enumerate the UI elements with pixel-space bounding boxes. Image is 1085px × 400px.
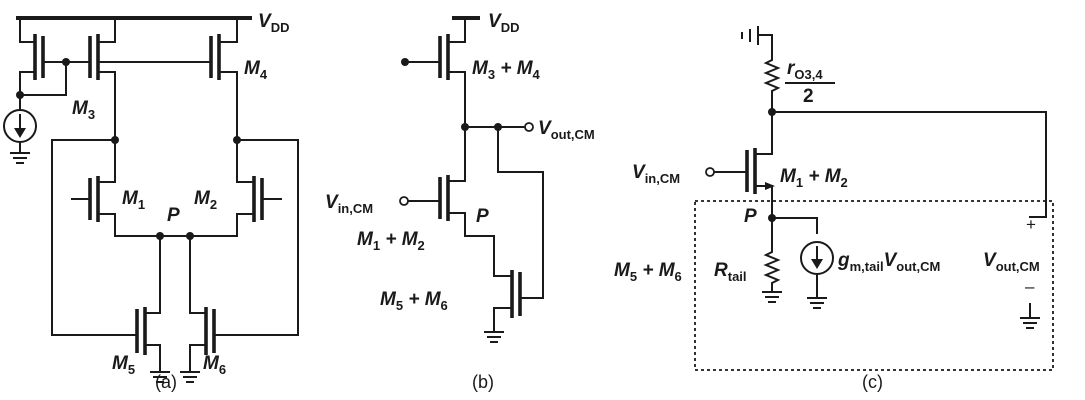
vin-label-b: Vin,CM: [325, 192, 373, 216]
nmos-m5-m6-b: [484, 270, 522, 343]
circuit-c: rO3,4 2 Vin,CM M1 + M2 P Rtail: [614, 26, 1054, 371]
ro-denominator-c: 2: [803, 86, 814, 107]
vout-label-b: Vout,CM: [538, 118, 595, 142]
ro-resistor-c: [763, 51, 781, 97]
nmos-m6: [180, 235, 216, 383]
m5-m6-label-c: M5 + M6: [614, 260, 682, 284]
dependent-current-source-c: [800, 241, 834, 275]
m3-m4-label-b: M3 + M4: [472, 58, 541, 82]
m3-label: M3: [72, 98, 95, 122]
ro-label-c: rO3,4: [787, 58, 823, 82]
pmos-m3-right: [42, 17, 116, 141]
caption-a: (a): [155, 372, 177, 392]
m5-label: M5: [112, 353, 135, 377]
caption-b: (b): [472, 372, 494, 392]
current-source-ref: [3, 109, 37, 143]
m5-m6-label-b: M5 + M6: [380, 289, 448, 313]
m6-label: M6: [203, 353, 226, 377]
circuit-a: VDD M3: [3, 11, 299, 383]
node-p-label-c: P: [744, 206, 757, 227]
vin-terminal-b: [399, 196, 409, 206]
node-p-label-a: P: [167, 205, 180, 226]
vout-terminal-b: [524, 122, 534, 132]
nmos-m5: [129, 235, 170, 383]
pmos-m3-left: [19, 17, 45, 96]
rtail-label-c: Rtail: [714, 260, 747, 284]
node-p-label-b: P: [476, 206, 489, 227]
pmos-m3-m4-b: [401, 17, 466, 179]
gm-label-c: gm,tailVout,CM: [837, 250, 940, 274]
nmos-m2: [189, 139, 282, 237]
caption-c: (c): [862, 372, 883, 392]
vdd-label-a: VDD: [258, 11, 289, 35]
vdd-label-b: VDD: [488, 11, 519, 35]
ground-vout-c: [1020, 303, 1040, 329]
vout-minus-c: –: [1025, 277, 1035, 296]
m1-label: M1: [122, 188, 145, 212]
nmos-m1-m2-b: [407, 175, 495, 277]
rtail-resistor-c: [763, 247, 781, 293]
vout-label-c: Vout,CM: [983, 250, 1040, 274]
pmos-m4: [97, 17, 238, 141]
m4-label: M4: [244, 58, 268, 82]
vin-terminal-c: [705, 167, 715, 177]
ground-gm-c: [807, 297, 827, 309]
m2-label: M2: [194, 188, 217, 212]
ac-ground-c: [741, 26, 773, 53]
nmos-m1: [71, 139, 161, 237]
circuit-b: VDD M3 + M4 Vout,CM Vin,CM P M1 + M2: [325, 11, 595, 343]
ground-rtail-c: [762, 291, 782, 303]
ground-ref: [10, 152, 30, 164]
m1-m2-label-c: M1 + M2: [780, 166, 848, 190]
m1-m2-label-b: M1 + M2: [357, 229, 425, 253]
vin-label-c: Vin,CM: [632, 162, 680, 186]
vout-plus-c: +: [1026, 215, 1036, 234]
nmos-m1-m2-c: [713, 111, 775, 219]
